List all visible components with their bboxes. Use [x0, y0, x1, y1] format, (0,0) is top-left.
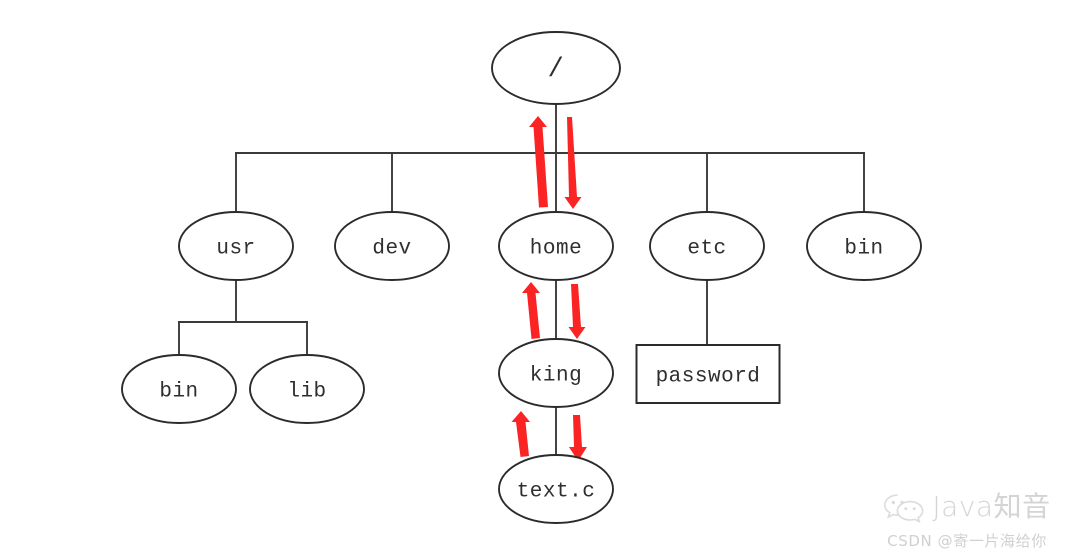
node-bin-root-shape: [806, 211, 922, 281]
arrow-pair-king-textc: [511, 411, 587, 461]
node-etc-shape: [649, 211, 765, 281]
up-arrow-root-home: [529, 116, 548, 208]
node-king-shape: [498, 338, 614, 408]
node-textc[interactable]: text.c: [498, 454, 614, 524]
node-textc-shape: [498, 454, 614, 524]
node-usr[interactable]: usr: [178, 211, 294, 281]
node-etc[interactable]: etc: [649, 211, 765, 281]
arrow-pair-home-king: [522, 282, 586, 339]
node-dev-shape: [334, 211, 450, 281]
node-root[interactable]: /: [491, 31, 621, 105]
node-usr-label: usr: [216, 238, 255, 261]
down-arrow-root-home: [564, 117, 582, 209]
node-usr-bin-label: bin: [159, 381, 198, 404]
node-home[interactable]: home: [498, 211, 614, 281]
up-arrow-king-textc: [511, 411, 530, 457]
node-king[interactable]: king: [498, 338, 614, 408]
tree-edges: [178, 103, 865, 456]
node-king-label: king: [530, 365, 582, 388]
node-password[interactable]: password: [635, 344, 781, 404]
node-textc-label: text.c: [517, 481, 596, 504]
node-root-label: /: [548, 55, 565, 85]
down-arrow-home-king: [568, 284, 586, 339]
watermark: Java知音 CSDN @寄一片海给你: [862, 487, 1072, 551]
node-bin-root-label: bin: [844, 238, 883, 261]
node-usr-lib-label: lib: [287, 381, 326, 404]
node-password-shape: [635, 344, 781, 404]
up-arrow-home-king: [522, 282, 540, 339]
node-usr-bin-shape: [121, 354, 237, 424]
node-usr-lib-shape: [249, 354, 365, 424]
wechat-icon: [884, 494, 924, 523]
node-root-shape: [491, 31, 621, 105]
node-dev[interactable]: dev: [334, 211, 450, 281]
node-usr-lib[interactable]: lib: [249, 354, 365, 424]
down-arrow-king-textc: [569, 415, 587, 461]
node-usr-bin[interactable]: bin: [121, 354, 237, 424]
node-etc-label: etc: [687, 238, 726, 261]
node-bin-root[interactable]: bin: [806, 211, 922, 281]
node-dev-label: dev: [372, 238, 411, 261]
node-usr-shape: [178, 211, 294, 281]
watermark-brand-row: Java知音: [862, 487, 1072, 527]
node-home-shape: [498, 211, 614, 281]
watermark-brand-text: Java知音: [932, 490, 1051, 523]
watermark-credit-text: CSDN @寄一片海给你: [887, 532, 1047, 550]
node-password-label: password: [656, 366, 761, 389]
arrow-pair-root-home: [529, 116, 582, 209]
node-home-label: home: [530, 238, 582, 261]
